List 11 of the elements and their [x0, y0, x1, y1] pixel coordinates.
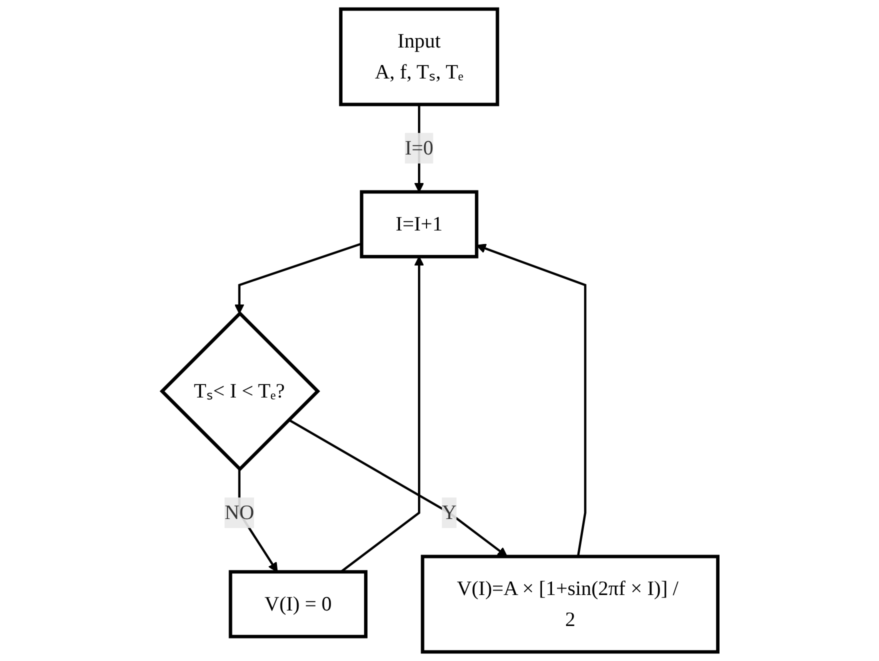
edge-label: NO [224, 500, 254, 524]
arrow [288, 418, 508, 557]
arrow [476, 244, 586, 557]
edge-label: Y [441, 500, 456, 524]
edge-label: I=0 [404, 136, 433, 159]
arrow [234, 242, 362, 314]
node-box: I=I+1 [359, 190, 478, 258]
node-box: V(I) = 0 [228, 570, 368, 638]
node-box: Input A, f, Tₛ, Tₑ [338, 7, 499, 106]
node-box: V(I)=A × [1+sin(2πf × I)] / 2 [420, 554, 720, 654]
node-diamond: Tₛ< I < Tₑ? [159, 311, 320, 472]
